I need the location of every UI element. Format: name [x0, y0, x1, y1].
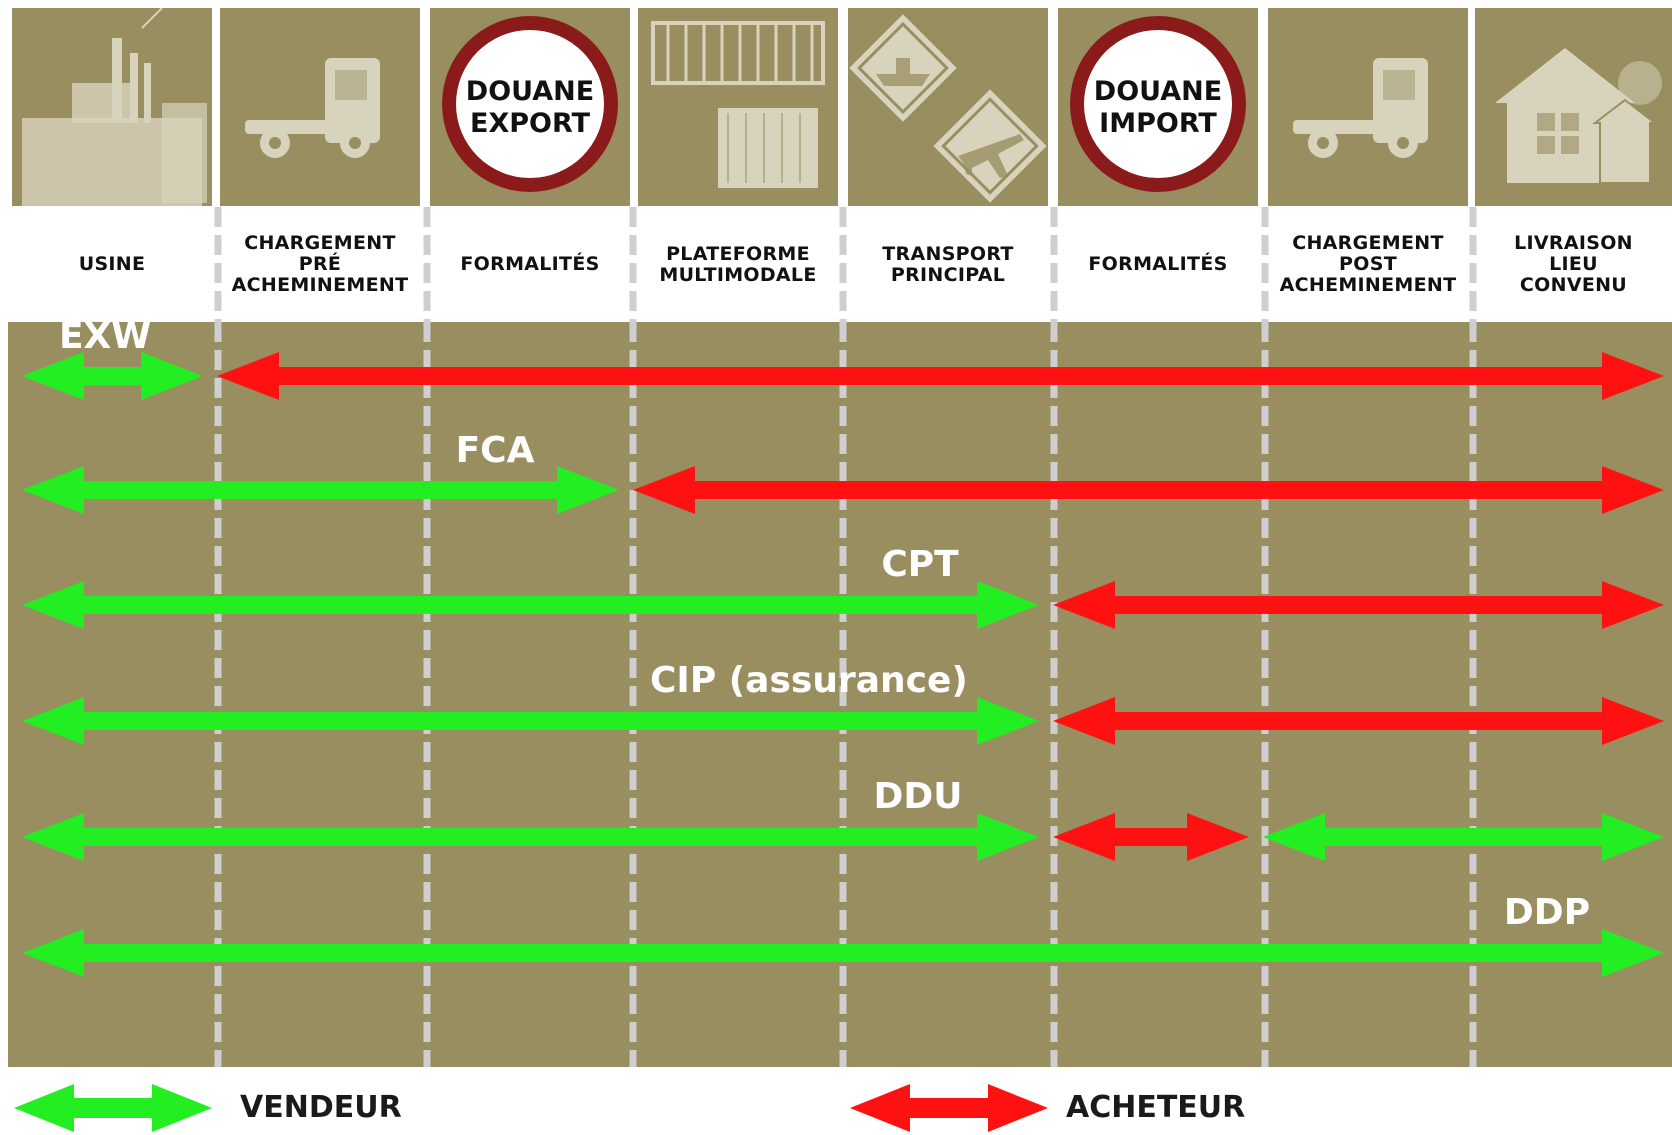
- house-icon: [1475, 8, 1672, 206]
- seller-arrow: [22, 352, 203, 400]
- label-dividers: [214, 207, 1477, 322]
- legend-buyer-arrow: [850, 1084, 1048, 1132]
- customs-import-sign-text: IMPORT: [1099, 108, 1217, 139]
- customs-export-sign-text: DOUANE: [466, 76, 594, 107]
- incoterm-label: EXW: [59, 322, 151, 357]
- stage-label: CHARGEMENT PRÉ ACHEMINEMENT: [231, 232, 409, 296]
- incoterm-label: FCA: [456, 430, 535, 471]
- legend-seller-arrow: [14, 1084, 212, 1132]
- truck-icon: [1268, 8, 1468, 206]
- buyer-arrow: [1053, 813, 1249, 861]
- stage-label: LIVRAISON LIEU CONVENU: [1514, 232, 1633, 296]
- buyer-arrow: [1053, 697, 1664, 745]
- seller-arrow: [22, 697, 1039, 745]
- stage-label: PLATEFORME MULTIMODALE: [659, 242, 817, 286]
- stage-label: FORMALITÉS: [1088, 253, 1228, 275]
- legend-seller-label: VENDEUR: [240, 1090, 402, 1125]
- buyer-arrow: [633, 466, 1664, 514]
- incoterm-label: DDU: [874, 776, 963, 817]
- seller-arrow: [1263, 813, 1664, 861]
- truck-icon: [220, 8, 420, 206]
- container-icon: [638, 8, 838, 206]
- incoterm-label: CIP (assurance): [650, 660, 968, 701]
- stage-label: TRANSPORT PRINCIPAL: [882, 242, 1014, 286]
- stage-label-row: USINE CHARGEMENT PRÉ ACHEMINEMENT FORMALIT…: [0, 207, 1672, 322]
- incoterm-label: CPT: [881, 544, 959, 585]
- legend-buyer-label: ACHETEUR: [1066, 1090, 1246, 1125]
- incoterms-chart: EXW FCA CPT CIP (assurance) DDU DDP: [8, 322, 1672, 1067]
- seller-arrow: [22, 929, 1664, 977]
- seller-arrow: [22, 813, 1039, 861]
- stage-label: USINE: [78, 253, 146, 275]
- seller-arrow: [22, 581, 1039, 629]
- buyer-arrow: [1053, 581, 1664, 629]
- seller-arrow: [22, 466, 619, 514]
- customs-import-sign-text: DOUANE: [1094, 76, 1222, 107]
- legend-arrows: [14, 1084, 1048, 1132]
- factory-icon: [12, 8, 212, 206]
- buyer-arrow: [217, 352, 1664, 400]
- stage-label: FORMALITÉS: [460, 253, 600, 275]
- customs-export-sign-text: EXPORT: [470, 108, 591, 139]
- incoterms-arrows: EXW FCA CPT CIP (assurance) DDU DDP: [22, 322, 1664, 1067]
- ship-plane-icon: [848, 8, 1048, 206]
- stage-label: CHARGEMENT POST ACHEMINEMENT: [1279, 232, 1457, 296]
- incoterm-label: DDP: [1504, 892, 1590, 933]
